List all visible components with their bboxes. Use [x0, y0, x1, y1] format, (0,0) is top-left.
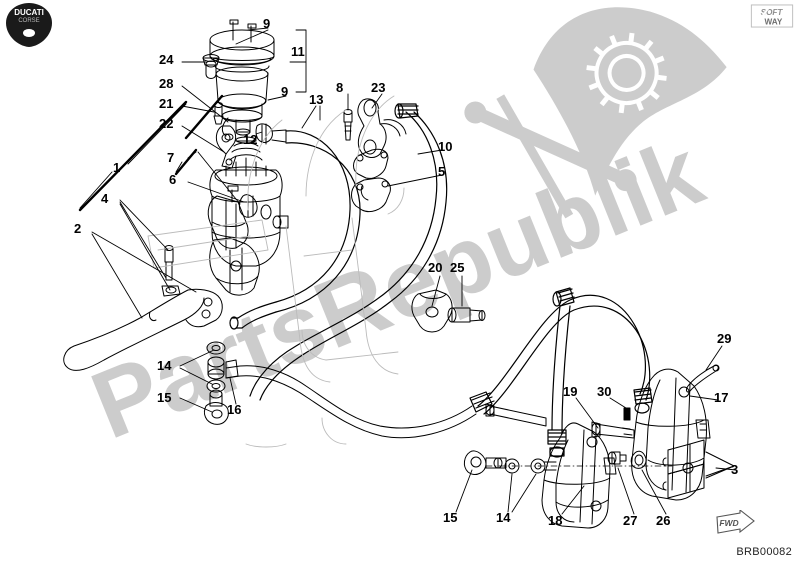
fluid-reservoir	[209, 19, 275, 136]
banjo-joint-bottom	[463, 450, 557, 475]
callout-10-brake-hose-upper: 10	[438, 139, 453, 154]
lower-clamp-arm	[209, 237, 260, 296]
callout-15-banjo-bolt: 15	[443, 510, 458, 525]
fwd-direction-arrow: FWD	[716, 510, 755, 534]
callout-18-left-front-brake-caliper: 18	[548, 513, 563, 528]
callout-16-brake-hose-lower: 16	[227, 402, 242, 417]
ducati-logo-line1: DUCATI	[14, 8, 44, 17]
drawing-number: BRB00082	[736, 546, 792, 558]
brake-pad-set-3	[662, 439, 735, 499]
callout-12-hose-fitting-elbow: 12	[243, 132, 258, 147]
reservoir-supply-hose	[229, 130, 361, 330]
callout-28-fluid-level-switch: 28	[159, 76, 174, 91]
callout-9-reservoir-cap-screw: 9	[263, 16, 271, 31]
ducati-corse-logo: DUCATI CORSE	[6, 3, 52, 47]
callout-7-master-cylinder-clamp: 7	[167, 150, 175, 165]
fwd-label: FWD	[719, 518, 738, 528]
callout-14-sealing-washer: 14	[496, 510, 511, 525]
hose-fitting-elbow	[255, 123, 287, 145]
callout-30-caliper-bleed-screw-cap: 30	[597, 384, 612, 399]
hose-saddle-clamp-upper	[351, 177, 391, 213]
callout-26-bleed-nipple-cap: 26	[656, 513, 671, 528]
banjo-joint-left	[203, 341, 477, 439]
pivot-nut-4	[161, 285, 181, 297]
left-brake-caliper-18	[541, 422, 617, 529]
pad-retaining-pin-29	[686, 364, 720, 393]
right-brake-caliper-17	[631, 368, 711, 501]
level-switch	[221, 117, 234, 141]
bleed-cap-26	[630, 450, 647, 469]
breather-plug	[202, 54, 220, 79]
clip-screw-25	[447, 307, 486, 323]
callout-23-hose-guide-bracket: 23	[371, 80, 386, 95]
reservoir-bracket	[215, 125, 237, 169]
callout-1-front-brake-master-cylinder-assembly: 1	[113, 160, 121, 175]
callout-15-banjo-bolt: 15	[157, 390, 172, 405]
softway-line2: WAY	[765, 18, 783, 27]
callout-14-sealing-washer: 14	[157, 358, 172, 373]
softway-line1: SOFT	[761, 8, 784, 17]
union-bolt	[213, 102, 224, 125]
caliper-mount-bolt-19	[591, 421, 635, 439]
brake-lever	[63, 288, 223, 371]
callout-25-clip-fixing-screw: 25	[450, 260, 465, 275]
callout-13-reservoir-supply-hose: 13	[309, 92, 324, 107]
callout-9-reservoir-cap-screw: 9	[281, 84, 289, 99]
callout-6-clamp-screw: 6	[169, 172, 177, 187]
callout-20-hose-retaining-clip: 20	[428, 260, 443, 275]
bleed-nipple-27	[607, 451, 627, 465]
hose-retaining-clip-20	[411, 289, 453, 333]
callout-19-caliper-mounting-bolt: 19	[563, 384, 578, 399]
caliper-mount-bolt-19b	[485, 403, 547, 427]
hose-clamp-screw-8	[343, 109, 353, 141]
callout-27-caliper-bleed-nipple: 27	[623, 513, 638, 528]
callout-17-right-front-brake-caliper: 17	[714, 390, 729, 405]
callout-5-hose-clamp-saddle: 5	[438, 164, 446, 179]
ducati-logo-line2: CORSE	[18, 18, 39, 24]
callout-8-hose-clamp-screw: 8	[336, 80, 344, 95]
callout-22-reservoir-mounting-bracket: 22	[159, 116, 174, 131]
callout-21-reservoir-union-bolt: 21	[159, 96, 174, 111]
callout-4-brake-lever-pivot-screw: 4	[101, 191, 109, 206]
callout-2-brake-lever: 2	[74, 221, 82, 236]
bleed-screw-cap-30	[623, 407, 631, 421]
callout-29-caliper-pad-retaining-pin: 29	[717, 331, 732, 346]
brake-hose-right	[469, 287, 653, 415]
brake-hose-10	[249, 103, 448, 401]
callout-3-brake-pad-set: 3	[731, 462, 739, 477]
softway-logo: SOFT WAY	[750, 4, 794, 28]
callout-11-reservoir-assembly-bracket: 11	[291, 44, 305, 59]
leader-lines	[79, 27, 737, 515]
callout-24-reservoir-breather-plug: 24	[159, 52, 174, 67]
